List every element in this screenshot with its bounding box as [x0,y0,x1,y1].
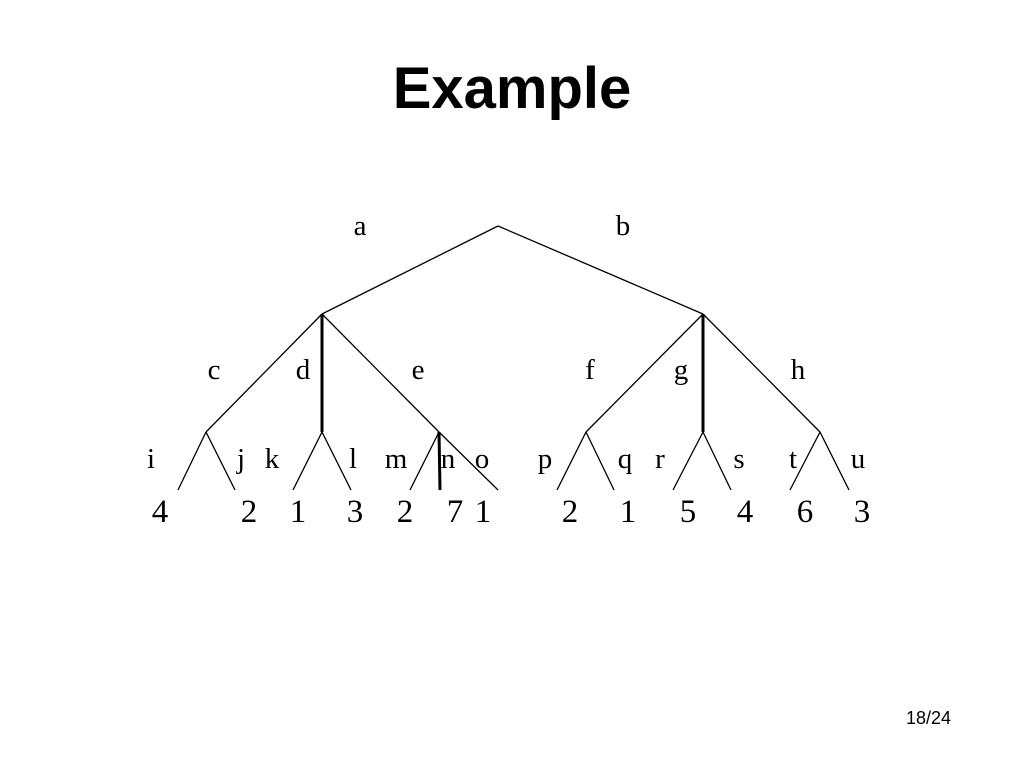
leaf-value-j: 2 [241,494,258,530]
edge-label-i: i [147,443,155,475]
edge-q [585,431,615,491]
edge-l [321,431,352,491]
leaf-value-n: 7 [447,494,464,530]
edge-label-h: h [791,354,806,386]
edge-label-a: a [354,210,367,242]
edge-label-e: e [412,354,425,386]
edge-label-j: j [236,443,245,475]
edge-t [789,431,821,491]
edge-f [585,313,704,433]
leaf-value-l: 3 [347,494,364,530]
edge-label-d: d [296,354,311,386]
edge-m [409,431,440,491]
leaf-value-u: 3 [854,494,871,530]
edge-p [556,431,587,491]
edge-c [205,313,323,433]
edge-label-q: q [618,443,633,475]
page-number: 18/24 [906,708,952,728]
leaf-value-t: 6 [797,494,814,530]
leaf-value-s: 4 [737,494,754,530]
edge-h [702,313,821,433]
edge-label-m: m [385,443,408,475]
edge-label-c: c [208,354,221,386]
edge-label-n: n [441,443,456,475]
edge-k [292,431,323,491]
edge-label-l: l [349,443,357,475]
edge-r [672,431,704,491]
leaf-value-m: 2 [397,494,414,530]
edge-label-p: p [538,443,553,475]
edge-e [321,313,440,433]
edge-o [438,431,499,491]
leaf-value-r: 5 [680,494,697,530]
leaf-value-q: 1 [620,494,637,530]
edge-label-f: f [585,354,595,386]
edge-label-r: r [655,443,665,475]
edge-a [321,225,499,315]
edge-label-o: o [475,443,490,475]
leaf-value-k: 1 [290,494,307,530]
edge-label-u: u [851,443,866,475]
edge-j [205,431,236,491]
leaf-value-i: 4 [152,494,169,530]
leaf-value-p: 2 [562,494,579,530]
slide-title: Example [392,56,632,121]
edge-b [497,225,704,315]
edge-label-t: t [789,443,797,475]
edge-label-b: b [616,210,631,242]
edge-label-s: s [733,443,744,475]
edge-label-k: k [265,443,280,475]
edge-s [702,431,732,491]
edge-n [437,431,442,491]
edge-i [177,431,207,491]
leaf-value-o: 1 [475,494,492,530]
edge-label-g: g [674,354,689,386]
edge-u [819,431,850,491]
